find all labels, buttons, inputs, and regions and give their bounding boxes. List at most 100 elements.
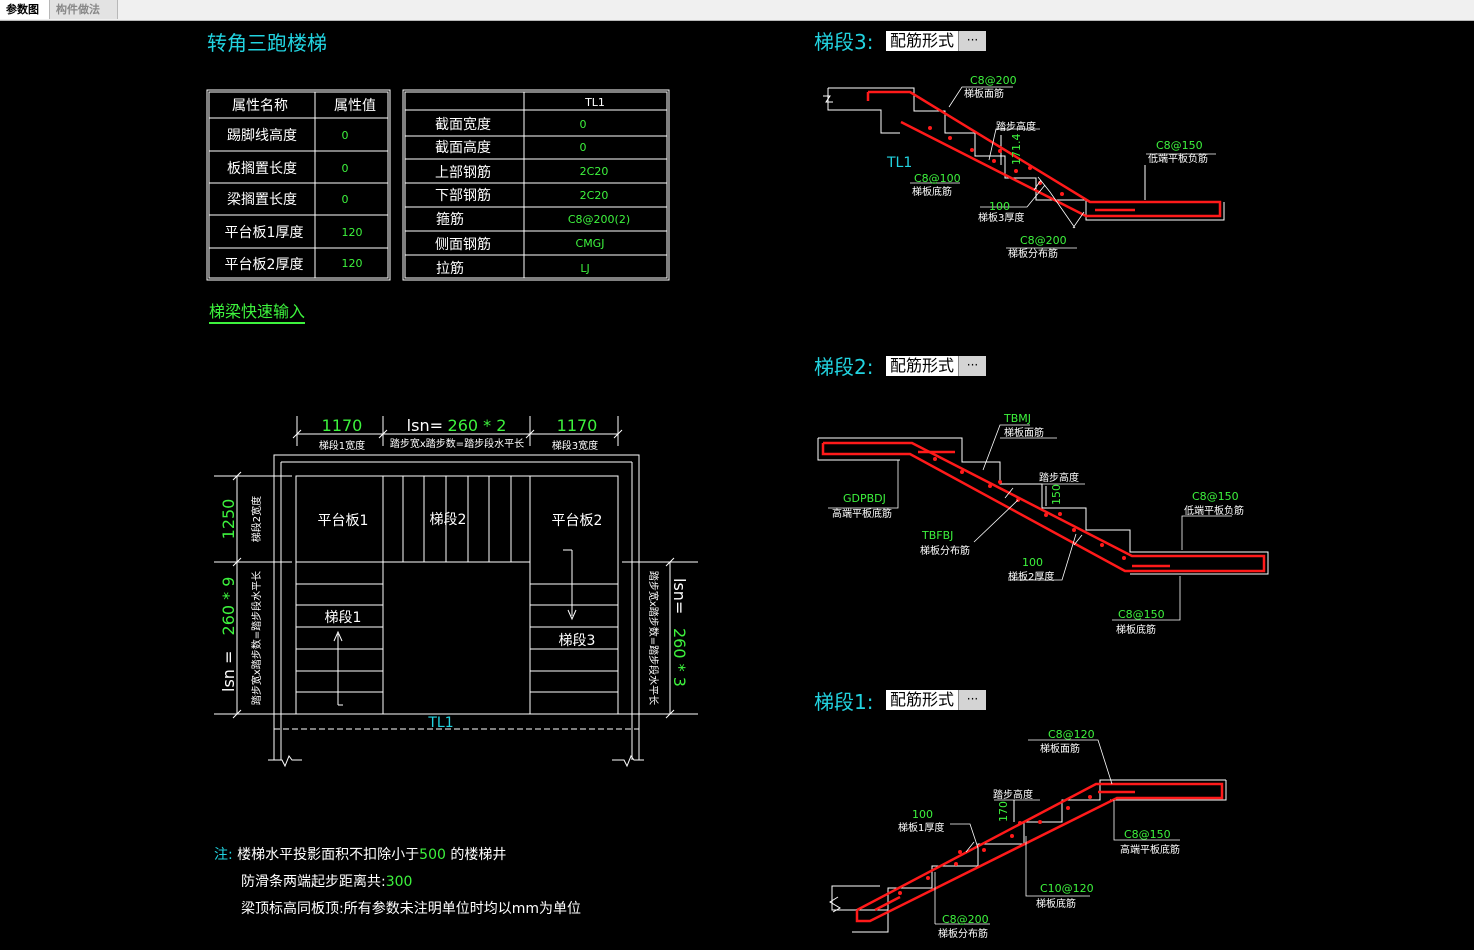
- s3-step-height[interactable]: 171.4: [1010, 134, 1023, 166]
- note-antislip-distance[interactable]: 300: [385, 874, 413, 890]
- s1-dist-bar[interactable]: C8@200: [942, 913, 989, 926]
- beam-prop-value[interactable]: 2C20: [580, 189, 609, 202]
- s3-neg-bar[interactable]: C8@150: [1156, 139, 1203, 152]
- beam-quick-input-link[interactable]: 梯梁快速输入: [209, 302, 306, 324]
- s1-high-bar[interactable]: C8@150: [1124, 828, 1171, 841]
- s1-bottom-bar-desc: 梯板底筋: [1036, 897, 1076, 910]
- beam-prop-value[interactable]: 2C20: [580, 165, 609, 178]
- dim-flight3-prefix: lsn=: [670, 578, 689, 614]
- note-line1-text: 楼梯水平投影面积不扣除小于: [237, 847, 420, 863]
- beam-prop-value[interactable]: CMGJ: [576, 237, 605, 250]
- s1-high-bar-desc: 高端平板底筋: [1120, 843, 1180, 856]
- label-platform2: 平台板2: [552, 513, 603, 529]
- stair-plan: [214, 416, 698, 768]
- section1-rebar-combo[interactable]: 配筋形式 ···: [886, 690, 986, 710]
- tab-component-method[interactable]: 构件做法: [50, 0, 118, 19]
- dim-flight3-length-label: 踏步宽x踏步数=踏步段水平长: [647, 571, 660, 705]
- section1-heading: 梯段1:: [814, 690, 873, 714]
- label-beam-tl1: TL1: [427, 715, 453, 731]
- beam-prop-value[interactable]: LJ: [580, 262, 589, 275]
- s2-neg-bar[interactable]: C8@150: [1192, 490, 1239, 503]
- s2-high-bar-desc: 高端平板底筋: [832, 507, 892, 520]
- section2-heading: 梯段2:: [814, 355, 873, 379]
- dim-flight3-length[interactable]: 260 * 3: [670, 628, 689, 687]
- page-title: 转角三跑楼梯: [207, 31, 327, 55]
- beam-prop-name: 截面宽度: [435, 116, 491, 133]
- s3-bottom-bar-desc: 梯板底筋: [912, 185, 952, 198]
- label-platform1: 平台板1: [318, 513, 369, 529]
- note-line2-text: 防滑条两端起步距离共:: [241, 874, 386, 890]
- s2-thickness[interactable]: 100: [1022, 556, 1043, 569]
- s2-dist-bar[interactable]: TBFBJ: [921, 529, 953, 542]
- prop-value[interactable]: 0: [342, 193, 349, 206]
- s2-high-bar[interactable]: GDPBDJ: [843, 492, 886, 505]
- s3-neg-bar-desc: 低端平板负筋: [1148, 152, 1208, 165]
- s2-top-bar[interactable]: TBMJ: [1003, 412, 1031, 425]
- prop-value[interactable]: 0: [342, 162, 349, 175]
- s3-top-bar[interactable]: C8@200: [970, 74, 1017, 87]
- dim-flight1-length-label: 踏步宽x踏步数=踏步段水平长: [250, 571, 263, 705]
- beam-header: TL1: [584, 96, 605, 109]
- section3-combo-more-button[interactable]: ···: [958, 31, 986, 51]
- s1-thickness[interactable]: 100: [912, 808, 933, 821]
- dim-flight3-width[interactable]: 1170: [557, 416, 598, 435]
- prop-value[interactable]: 120: [342, 257, 363, 270]
- section2-combo-value: 配筋形式: [890, 356, 955, 375]
- prop-name: 踢脚线高度: [227, 127, 297, 144]
- note-line-1: 注: 楼梯水平投影面积不扣除小于500 的楼梯井: [214, 844, 506, 864]
- label-flight1: 梯段1: [325, 610, 362, 626]
- beam-prop-value[interactable]: 0: [580, 141, 587, 154]
- dim-flight1-prefix: lsn =: [219, 651, 238, 692]
- label-flight2: 梯段2: [430, 512, 467, 528]
- s2-top-bar-desc: 梯板面筋: [1004, 426, 1044, 439]
- dim-flight1-length[interactable]: 260 * 9: [219, 577, 238, 636]
- prop-name: 平台板2厚度: [225, 257, 304, 273]
- section2-combo-more-button[interactable]: ···: [958, 356, 986, 376]
- section3-heading: 梯段3:: [814, 30, 873, 54]
- note-line1-suffix: 的楼梯井: [445, 847, 507, 863]
- note-line-2: 防滑条两端起步距离共:300: [241, 871, 412, 891]
- dim-flight2-width-label: 梯段2宽度: [250, 496, 263, 542]
- beam-prop-value[interactable]: 0: [580, 118, 587, 131]
- s1-step-height[interactable]: 170: [997, 801, 1010, 822]
- dim-flight1-width[interactable]: 1170: [322, 416, 363, 435]
- s3-step-height-desc: 踏步高度: [996, 120, 1036, 133]
- s1-top-bar[interactable]: C8@120: [1048, 728, 1095, 741]
- beam-table: [402, 89, 670, 281]
- dim-flight2-length[interactable]: 260 * 2: [448, 416, 507, 435]
- s1-step-height-desc: 踏步高度: [993, 788, 1033, 801]
- beam-prop-value[interactable]: C8@200(2): [568, 213, 630, 226]
- label-flight3: 梯段3: [559, 633, 596, 649]
- note-well-size[interactable]: 500: [419, 847, 446, 863]
- s3-thickness[interactable]: 100: [989, 200, 1010, 213]
- dim-flight3-width-label: 梯段3宽度: [552, 439, 598, 452]
- beam-prop-name: 拉筋: [436, 260, 464, 277]
- s3-bottom-bar[interactable]: C8@100: [914, 172, 961, 185]
- section3-rebar-combo[interactable]: 配筋形式 ···: [886, 31, 986, 51]
- s2-neg-bar-desc: 低端平板负筋: [1184, 504, 1244, 517]
- s3-top-bar-desc: 梯板面筋: [964, 87, 1004, 100]
- tab-bar: 参数图 构件做法: [0, 0, 1474, 21]
- prop-name: 梁搁置长度: [227, 192, 297, 208]
- dim-flight2-prefix: lsn=: [407, 416, 443, 435]
- prop-value[interactable]: 0: [342, 129, 349, 142]
- prop-value[interactable]: 120: [342, 226, 363, 239]
- tab-param-diagram[interactable]: 参数图: [0, 0, 50, 19]
- s2-bottom-bar-desc: 梯板底筋: [1116, 623, 1156, 636]
- s1-bottom-bar[interactable]: C10@120: [1040, 882, 1094, 895]
- prop-name: 板搁置长度: [227, 161, 297, 177]
- section2-rebar-combo[interactable]: 配筋形式 ···: [886, 356, 986, 376]
- section1-combo-more-button[interactable]: ···: [958, 690, 986, 710]
- prop-name: 平台板1厚度: [225, 225, 304, 241]
- prop-header-value: 属性值: [334, 98, 376, 114]
- s2-bottom-bar[interactable]: C8@150: [1118, 608, 1165, 621]
- dim-flight2-width[interactable]: 1250: [219, 499, 238, 540]
- prop-header-name: 属性名称: [232, 98, 288, 114]
- s3-thickness-desc: 梯板3厚度: [978, 211, 1024, 224]
- note-prefix: 注:: [214, 847, 233, 863]
- s2-step-height[interactable]: 150: [1050, 484, 1063, 505]
- section3-drawing: C8@200 梯板面筋 踏步高度 171.4 TL1 C8@150 低端平板负筋…: [823, 74, 1225, 260]
- s3-dist-bar[interactable]: C8@200: [1020, 234, 1067, 247]
- s2-step-height-desc: 踏步高度: [1039, 471, 1079, 484]
- beam-prop-name: 截面高度: [435, 139, 491, 156]
